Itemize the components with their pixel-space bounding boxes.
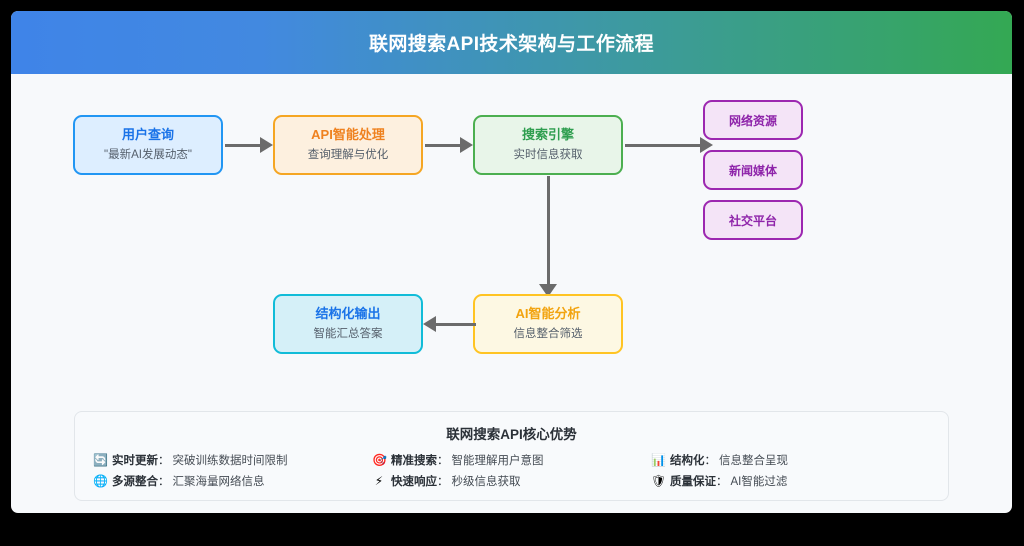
advantage-item-multi-source: 🌐 多源整合 ： 汇聚海量网络信息: [93, 473, 372, 489]
connector-search-to-ai: [547, 176, 550, 288]
advantage-separator: ：: [704, 455, 717, 467]
node-subtitle: 信息整合筛选: [513, 327, 583, 340]
advantage-separator: ：: [437, 455, 449, 467]
advantage-description: AI智能过滤: [730, 476, 788, 488]
arrowhead-ai-to-output: [423, 316, 436, 332]
node-ai-analysis[interactable]: AI智能分析 信息整合筛选: [473, 294, 623, 354]
node-subtitle: 查询理解与优化: [307, 148, 389, 161]
advantage-description: 智能理解用户意图: [451, 455, 544, 467]
advantage-description: 信息整合呈现: [719, 455, 788, 467]
advantage-description: 秒级信息获取: [451, 476, 521, 488]
bar-chart-icon: 📊: [651, 453, 666, 467]
advantage-item-quality-assurance: 🛡 质量保证 ： AI智能过滤: [651, 473, 930, 489]
advantage-separator: ：: [437, 476, 449, 488]
advantage-item-structured: 📊 结构化 ： 信息整合呈现: [651, 452, 930, 468]
connector-search-to-sources: [625, 144, 705, 147]
node-title: API智能处理: [311, 127, 385, 143]
arrowhead-search-to-sources: [700, 137, 713, 153]
diagram-canvas: 联网搜索API技术架构与工作流程 用户查询 "最新AI发展动态" API智能处理…: [11, 11, 1012, 513]
node-title: 用户查询: [121, 127, 174, 143]
node-label: 社交平台: [728, 213, 777, 228]
advantage-label: 质量保证: [670, 476, 716, 488]
lightning-icon: ⚡: [374, 474, 384, 488]
node-title: 结构化输出: [315, 306, 381, 322]
node-subtitle: 实时信息获取: [513, 148, 583, 161]
node-title: AI智能分析: [515, 306, 581, 322]
advantage-separator: ：: [158, 476, 170, 488]
advantage-item-fast-response: ⚡ 快速响应 ： 秒级信息获取: [372, 473, 651, 489]
node-subtitle: "最新AI发展动态": [103, 148, 193, 161]
node-search-engine[interactable]: 搜索引擎 实时信息获取: [473, 115, 623, 175]
advantage-separator: ：: [716, 476, 728, 488]
arrowhead-search-to-ai: [539, 284, 557, 297]
header-banner: 联网搜索API技术架构与工作流程: [11, 11, 1012, 74]
advantage-label: 精准搜索: [391, 455, 437, 467]
node-user-query[interactable]: 用户查询 "最新AI发展动态": [73, 115, 223, 175]
refresh-icon: 🔄: [93, 453, 108, 467]
node-label: 网络资源: [728, 113, 777, 128]
connector-user-to-api: [225, 144, 265, 147]
node-structured-output[interactable]: 结构化输出 智能汇总答案: [273, 294, 423, 354]
advantages-panel-title: 联网搜索API核心优势: [446, 427, 577, 442]
node-web-resources[interactable]: 网络资源: [703, 100, 803, 140]
advantage-label: 多源整合: [112, 476, 158, 488]
node-label: 新闻媒体: [728, 163, 777, 178]
node-social-platform[interactable]: 社交平台: [703, 200, 803, 240]
advantage-separator: ：: [158, 455, 170, 467]
advantage-label: 结构化: [670, 455, 705, 467]
page-title: 联网搜索API技术架构与工作流程: [368, 34, 655, 55]
advantages-grid: 🔄 实时更新 ： 突破训练数据时间限制 🎯 精准搜索 ： 智能理解用户意图 📊 …: [75, 452, 948, 489]
arrowhead-user-to-api: [260, 137, 273, 153]
arrowhead-api-to-search: [460, 137, 473, 153]
globe-icon: 🌐: [93, 474, 108, 488]
advantage-description: 突破训练数据时间限制: [172, 455, 288, 467]
advantage-label: 实时更新: [112, 455, 158, 467]
shield-icon: 🛡: [651, 474, 667, 488]
target-icon: 🎯: [372, 453, 387, 467]
node-news-media[interactable]: 新闻媒体: [703, 150, 803, 190]
node-subtitle: 智能汇总答案: [313, 327, 383, 340]
advantages-panel: 联网搜索API核心优势 🔄 实时更新 ： 突破训练数据时间限制 🎯 精准搜索 ：…: [74, 411, 949, 501]
flow-diagram: 用户查询 "最新AI发展动态" API智能处理 查询理解与优化 搜索引擎 实时信…: [11, 74, 1012, 392]
advantage-description: 汇聚海量网络信息: [172, 476, 265, 488]
node-api-processing[interactable]: API智能处理 查询理解与优化: [273, 115, 423, 175]
advantage-item-precise-search: 🎯 精准搜索 ： 智能理解用户意图: [372, 452, 651, 468]
connector-api-to-search: [425, 144, 465, 147]
connector-ai-to-output: [436, 323, 476, 326]
advantage-label: 快速响应: [391, 476, 437, 488]
node-title: 搜索引擎: [521, 127, 574, 143]
advantage-item-realtime-update: 🔄 实时更新 ： 突破训练数据时间限制: [93, 452, 372, 468]
